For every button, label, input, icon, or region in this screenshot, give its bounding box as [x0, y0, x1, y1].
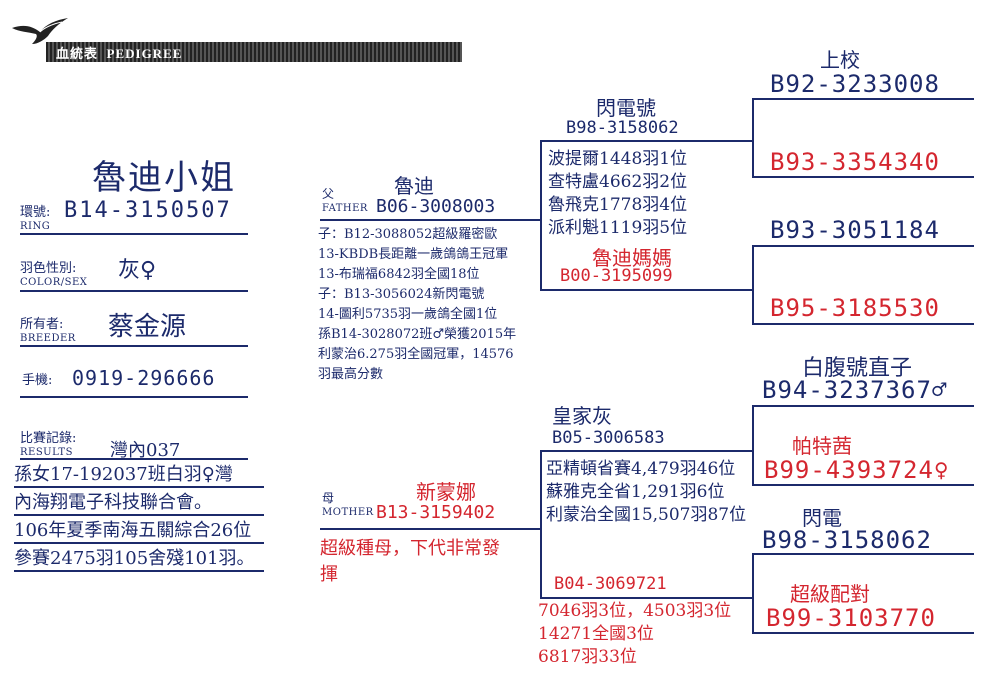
results-label: 比賽記錄:RESULTS — [20, 431, 77, 458]
results-line: 參賽2475羽105舍殘101羽。 — [14, 548, 255, 569]
phone-label: 手機: — [22, 373, 53, 388]
gen3-ring: B93-3051184 — [770, 216, 940, 244]
fm-name: 魯迪媽媽 — [592, 246, 672, 270]
gen3-name: 白腹號直子 — [802, 356, 913, 381]
mother-notes: 超級種母，下代非常發 揮 — [320, 538, 500, 585]
father-ring: B06-3008003 — [376, 196, 496, 217]
gen3-ring: B98-3158062 — [762, 526, 932, 554]
ff-results: 波提爾1448羽1位 查特盧4662羽2位 魯飛克1778羽4位 派利魁1119… — [548, 149, 688, 238]
mm-results: 7046羽3位，4503羽3位 14271全國3位 6817羽33位 — [538, 601, 732, 667]
mother-ring: B13-3159402 — [376, 502, 496, 523]
mf-ring: B05-3006583 — [552, 428, 665, 448]
gen3-ring: B99-4393724♀ — [764, 456, 950, 484]
gen3-name: 閃電 — [802, 506, 842, 530]
bird-logo-icon — [12, 18, 68, 44]
father-name: 魯迪 — [394, 174, 434, 198]
mf-results: 亞精頓省賽4,479羽46位 蘇雅克全省1,291羽6位 利蒙治全國15,507… — [546, 459, 747, 525]
color-label: 羽色性別:COLOR/SEX — [20, 261, 88, 288]
results-first: 灣內037 — [110, 440, 181, 461]
ring-label: 環號:RING — [20, 205, 51, 232]
results-line: 106年夏季南海五關綜合26位 — [14, 520, 252, 541]
father-notes: 子：B12-3088052超級羅密歐 13-KBDB長距離一歲鴿鴿王冠軍 13-… — [318, 227, 517, 382]
gen3-name: 超級配對 — [790, 582, 870, 606]
gen3-ring: B93-3354340 — [770, 148, 940, 176]
results-line: 孫女17-192037班白羽♀灣 — [14, 464, 233, 485]
mother-name: 新蒙娜 — [416, 480, 476, 504]
gen3-ring: B94-3237367♂ — [762, 376, 948, 404]
bird-phone: 0919-296666 — [72, 366, 216, 390]
ff-ring: B98-3158062 — [566, 118, 679, 138]
gen3-name: 帕特茜 — [792, 434, 852, 458]
bird-breeder: 蔡金源 — [108, 312, 187, 342]
header-title: 血統表 — [56, 46, 99, 61]
fm-ring: B00-3195099 — [560, 266, 673, 286]
gen3-ring: B92-3233008 — [770, 70, 940, 98]
bird-ring: B14-3150507 — [64, 198, 232, 223]
mm-ring: B04-3069721 — [554, 574, 667, 594]
mf-name: 皇家灰 — [552, 404, 612, 428]
gen3-ring: B99-3103770 — [766, 604, 936, 632]
pedigree-banner: 血統表 PEDIGREE — [46, 42, 462, 62]
gen3-name: 上校 — [820, 48, 860, 72]
header-title-en: PEDIGREE — [106, 46, 183, 61]
breeder-label: 所有者:BREEDER — [20, 317, 76, 344]
ff-name: 閃電號 — [596, 96, 656, 120]
gen3-ring: B95-3185530 — [770, 294, 940, 322]
bird-color: 灰♀ — [118, 258, 157, 283]
results-line: 內海翔電子科技聯合會。 — [14, 492, 212, 513]
bird-name: 魯迪小姐 — [92, 158, 236, 198]
